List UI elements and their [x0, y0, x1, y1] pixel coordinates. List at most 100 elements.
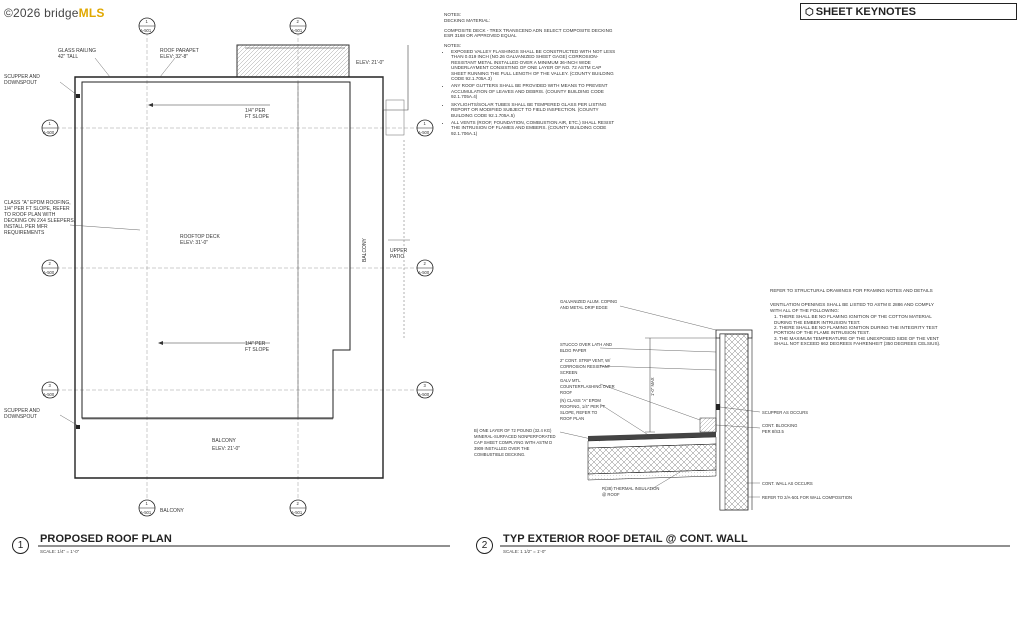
blocking-label: PER 8/S3.5	[762, 429, 785, 434]
scupper-label: DOWNSPOUT	[4, 414, 37, 420]
notes-heading: NOTES:	[444, 12, 462, 17]
balcony-elev: ELEV: 21'-0"	[212, 446, 240, 452]
section-marker: 2 A-501	[289, 499, 307, 517]
svg-text:3: 3	[424, 383, 427, 388]
section-marker: 1 A-500	[41, 119, 59, 137]
counterflashing-label: ROOF	[560, 390, 573, 395]
epdm-label: TO ROOF PLAN WITH	[4, 212, 56, 218]
drawing-number: 2	[476, 537, 493, 554]
note-item: SKYLIGHTS/SOLAR TUBES SHALL BE TEMPERED …	[451, 102, 616, 118]
rooftop-deck-elev: ELEV: 31'-0"	[180, 240, 208, 246]
stucco-label: STUCCO OVER LATH AND	[560, 342, 612, 347]
wall-label: CONT. WALL AS OCCURS	[762, 481, 813, 486]
ventilation-item: 1. THERE SHALL BE NO FLAMING IGNITION OF…	[774, 314, 932, 325]
cap-sheet-label: MINERAL-SURFACED NONPERFORATED	[474, 434, 556, 439]
svg-text:1: 1	[424, 121, 427, 126]
slope-label: FT SLOPE	[245, 347, 270, 353]
rooftop-deck-outline	[81, 81, 351, 419]
strip-vent-label: 2" CONT. STRIP VENT, W/	[560, 358, 611, 363]
roof-parapet-label: ROOF PARAPET	[160, 48, 199, 54]
balcony-bottom-label: BALCONY	[160, 508, 185, 514]
ventilation-item: 3. THE MAXIMUM TEMPERATURE OF THE UNEXPO…	[774, 335, 941, 347]
rooftop-deck-label: ROOFTOP DECK	[180, 234, 220, 240]
svg-text:2: 2	[49, 261, 52, 266]
drawing-title: PROPOSED ROOF PLAN	[40, 533, 172, 545]
epdm-detail-label: (N) CLASS "A" EPDM	[560, 398, 601, 403]
roof-parapet	[236, 44, 350, 78]
slope-label: 1/4" PER	[245, 341, 266, 347]
svg-text:A-500: A-500	[418, 392, 430, 397]
roof-detail: 1'-0" MAX GALVANIZED ALUM. COPING AND ME…	[474, 299, 852, 511]
upper-patio-label: PATIO	[390, 254, 404, 260]
svg-text:1: 1	[146, 501, 149, 506]
epdm-label: INSTALL PER MFR	[4, 224, 48, 230]
section-marker: 1 A-500	[416, 119, 434, 137]
svg-text:3: 3	[49, 383, 52, 388]
glass-railing-label: GLASS RAILING	[58, 48, 96, 54]
decking-label: DECKING MATERIAL:	[444, 18, 491, 24]
general-notes: NOTES: DECKING MATERIAL: COMPOSITE DECK …	[444, 12, 616, 138]
cap-sheet-label: 3909 INSTALLED OVER THE	[474, 446, 530, 451]
ventilation-item: 2. THERE SHALL BE NO FLAMING IGNITION DU…	[774, 325, 938, 336]
grid-lines	[50, 20, 425, 505]
drawing-scale: SCALE: 1 1/2" = 1'-0"	[503, 549, 546, 554]
epdm-detail-label: SLOPE, REFER TO	[560, 410, 598, 415]
epdm-detail-label: ROOFING, 1/4" PER FT	[560, 404, 606, 409]
epdm-label: REQUIREMENTS	[4, 230, 45, 236]
epdm-label: 1/4" PER FT SLOPE, REFER	[4, 206, 70, 212]
watermark: ©2026 bridgeMLS	[4, 6, 105, 20]
notes-list: EXPOSED VALLEY FLASHINGS SHALL BE CONSTR…	[444, 49, 616, 136]
insulation	[587, 443, 717, 475]
ventilation-note: VENTILATION OPENINGS SHALL BE LISTED TO …	[770, 302, 934, 313]
drawing-scale: SCALE: 1/4" = 1'-0"	[40, 549, 80, 554]
slope-label: 1/4" PER	[245, 108, 266, 114]
composite-note: COMPOSITE DECK - TREX TRANSCEND ADN SELE…	[444, 27, 613, 39]
coping-label: AND METAL DRIP EDGE	[560, 305, 608, 310]
note-item: ANY ROOF GUTTERS SHALL BE PROVIDED WITH …	[451, 83, 616, 99]
scupper-marker	[76, 94, 80, 98]
scupper-marker	[76, 425, 80, 429]
svg-text:1: 1	[49, 121, 52, 126]
section-marker: 1 A-501	[138, 17, 156, 35]
section-marker: 3 A-500	[416, 381, 434, 399]
upper-patio-label: UPPER	[390, 248, 408, 254]
insulation-label: @ ROOF	[602, 492, 620, 497]
svg-text:A-500: A-500	[418, 270, 430, 275]
epdm-detail-label: ROOF PLAN	[560, 416, 584, 421]
cap-sheet-label: COMBUSTIBLE DECKING.	[474, 452, 525, 457]
building-outline	[74, 76, 384, 479]
roof-plan: GLASS RAILING 42" TALL ROOF PARAPET ELEV…	[4, 17, 434, 517]
balcony-label: BALCONY	[212, 438, 237, 444]
note-item: ALL VENTS (ROOF, FOUNDATION, COMBUSTION …	[451, 120, 616, 136]
counterflashing-label: COUNTERFLASHING OVER	[560, 384, 615, 389]
stucco-label: BLDG PAPER	[560, 348, 586, 353]
section-marker: 3 A-500	[41, 381, 59, 399]
svg-text:A-501: A-501	[291, 510, 303, 515]
balcony-vertical-label: BALCONY	[362, 237, 368, 262]
strip-vent-label: SCREEN	[560, 370, 577, 375]
coping-label: GALVANIZED ALUM. COPING	[560, 299, 617, 304]
section-marker: 2 A-500	[416, 259, 434, 277]
svg-text:A-500: A-500	[418, 130, 430, 135]
roof-membrane	[588, 432, 716, 441]
drawing-number: 1	[12, 537, 29, 554]
section-marker: 2 A-500	[41, 259, 59, 277]
glass-railing-height: 42" TALL	[58, 54, 78, 60]
section-marker: 2 A-501	[289, 17, 307, 35]
roof-parapet-elev: ELEV: 32'-8"	[160, 54, 188, 60]
hexagon-icon: ⬡	[805, 7, 814, 18]
cap-sheet-label: CAP SHEET COMPLYING WITH ASTM D	[474, 440, 552, 445]
svg-text:1: 1	[146, 19, 149, 24]
cap-sheet-label: B) ONE LAYER OF 72 POUND (32.4 KG)	[474, 428, 552, 433]
reference-notes: REFER TO STRUCTURAL DRAWINGS FOR FRAMING…	[770, 288, 942, 347]
notes-heading-2: NOTES:	[444, 42, 462, 48]
svg-text:A-501: A-501	[140, 28, 152, 33]
svg-text:2: 2	[297, 501, 300, 506]
epdm-label: CLASS "A" EPDM ROOFING,	[4, 200, 71, 206]
blocking-label: CONT. BLOCKING	[762, 423, 797, 428]
scupper-label: SCUPPER AND	[4, 74, 40, 80]
svg-text:A-500: A-500	[43, 130, 55, 135]
scupper-label: DOWNSPOUT	[4, 80, 37, 86]
svg-text:A-501: A-501	[291, 28, 303, 33]
